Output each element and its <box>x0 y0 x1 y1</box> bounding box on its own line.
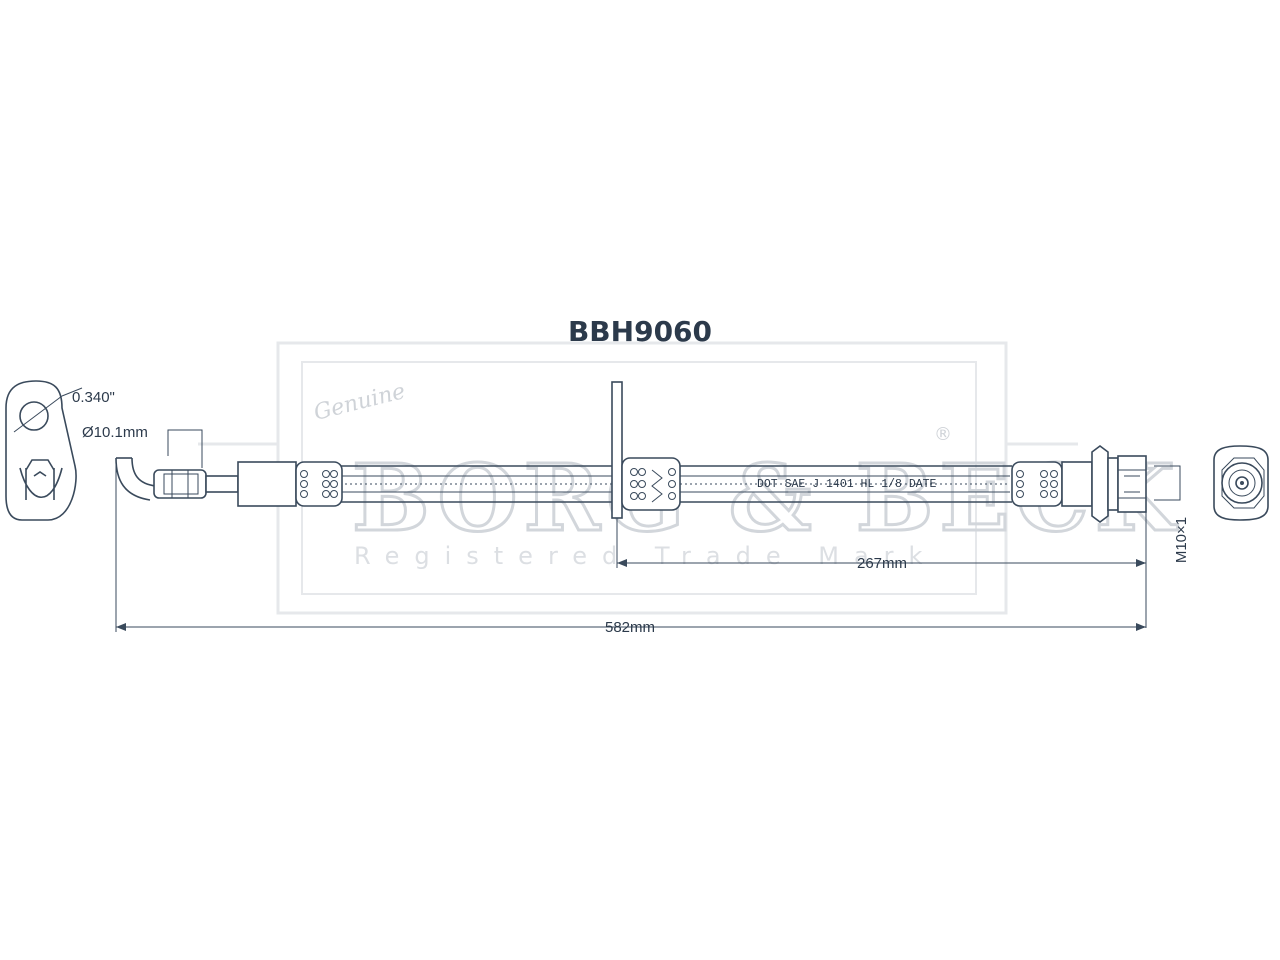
thread-callout-bracket <box>1154 465 1181 501</box>
right-male-fitting <box>1061 445 1181 523</box>
left-crimp-rings <box>295 461 343 507</box>
right-hex-nut <box>1117 455 1147 513</box>
thread-dimension: M10×1 <box>1173 517 1190 563</box>
watermark: Genuine BORG & BECK ® Registered Trade M… <box>198 341 1176 615</box>
watermark-script: Genuine <box>311 379 407 426</box>
right-crimp-rings <box>1011 461 1063 507</box>
watermark-tagline: Registered Trade Mark <box>354 542 937 570</box>
dimension-267 <box>616 512 1147 628</box>
bolt-hole-circle <box>19 401 49 431</box>
part-number-title: BBH9060 <box>568 315 712 348</box>
bolt-hole-dimension: 0.340" <box>72 389 115 406</box>
bracket-clamp <box>621 457 681 511</box>
right-end-view <box>1213 445 1269 521</box>
left-end-outline <box>5 380 77 521</box>
bolt-hole-leader <box>13 395 63 433</box>
left-banjo-fitting <box>115 429 297 507</box>
banjo-diameter-dimension: Ø10.1mm <box>82 424 148 441</box>
left-collar-neck <box>205 475 239 493</box>
right-end-outline <box>1213 445 1269 521</box>
banjo-bend-inner <box>131 457 157 487</box>
diameter-callout-bracket <box>167 429 203 468</box>
bracket-plate <box>611 381 623 519</box>
watermark-registered-symbol: ® <box>934 424 952 445</box>
hose-print-text: DOT SAE J 1401 HL 1/8 DATE <box>757 478 937 491</box>
left-end-fitting <box>19 459 63 500</box>
left-end-view <box>5 380 83 521</box>
right-ferrule <box>1061 461 1093 507</box>
mounting-bracket <box>611 381 681 519</box>
right-flange <box>1091 445 1109 523</box>
dimension-267-label: 267mm <box>857 555 907 572</box>
dimension-582 <box>115 462 1146 632</box>
dimension-582-label: 582mm <box>605 619 655 636</box>
left-ferrule <box>237 461 297 507</box>
